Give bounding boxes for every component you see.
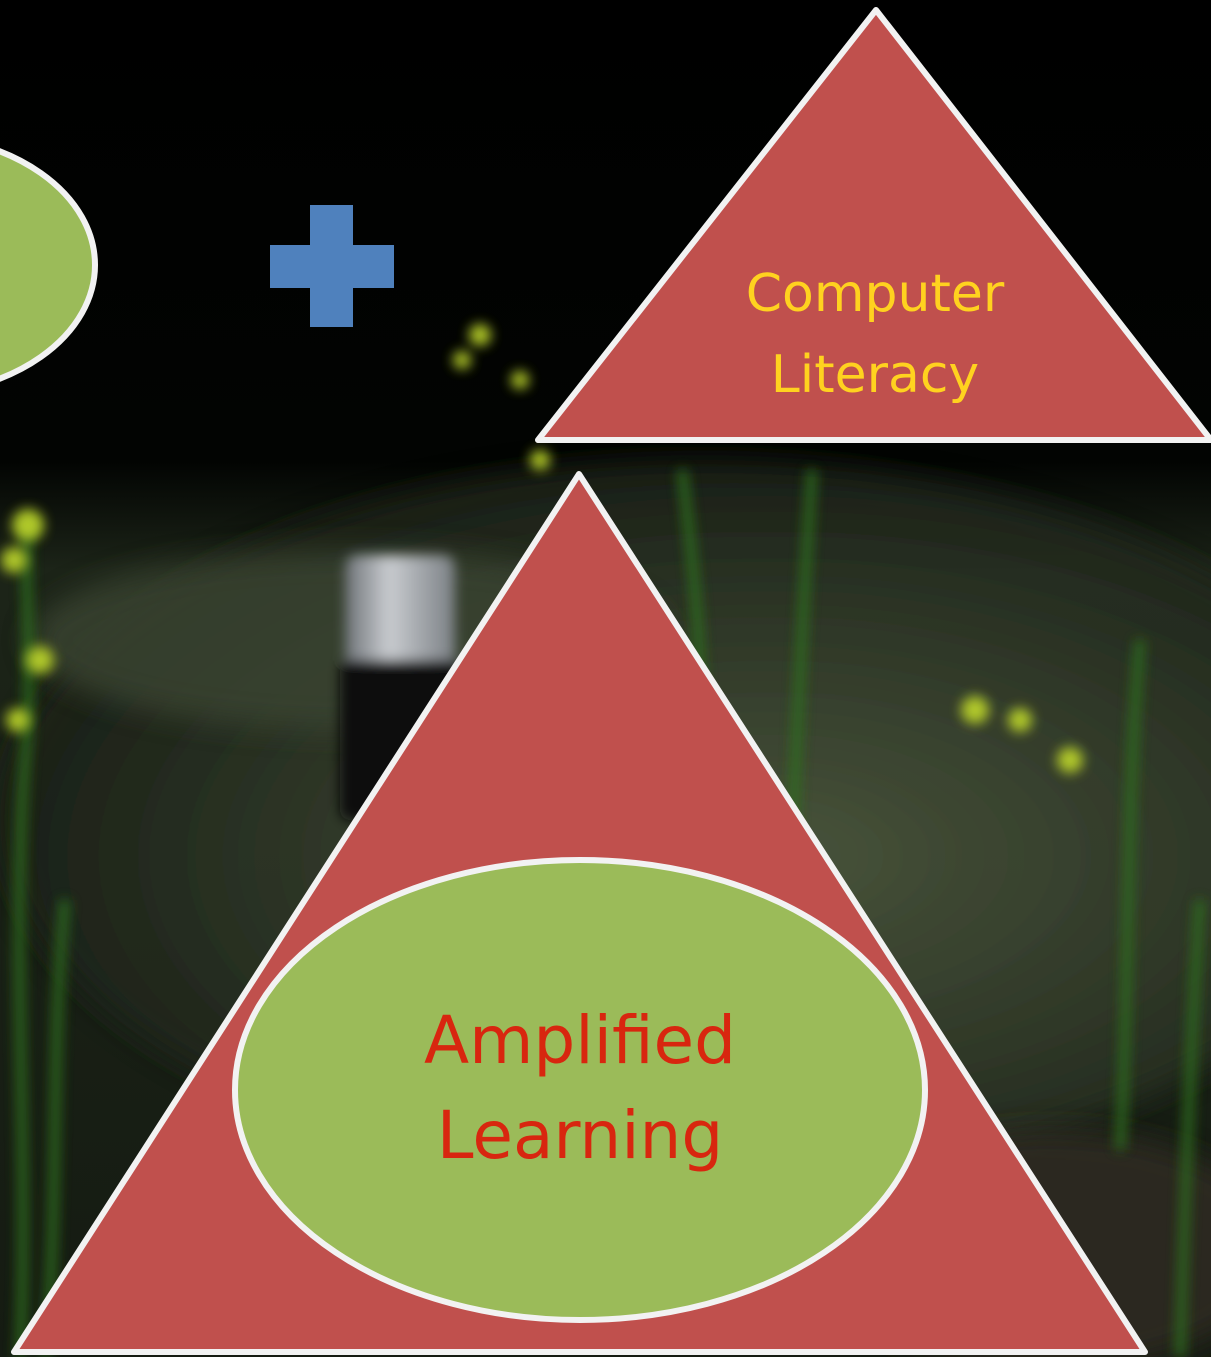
amplified-learning-line2: Learning — [437, 1097, 724, 1174]
computer-literacy-line2: Literacy — [771, 345, 979, 405]
computer-literacy-triangle: Computer Literacy — [535, 7, 1211, 443]
computer-literacy-line1: Computer — [746, 264, 1005, 324]
left-ellipse — [0, 148, 98, 382]
amplified-learning-ellipse: Amplified Learning — [232, 857, 928, 1323]
amplified-learning-line1: Amplified — [424, 1002, 736, 1079]
plus-icon — [270, 205, 394, 327]
